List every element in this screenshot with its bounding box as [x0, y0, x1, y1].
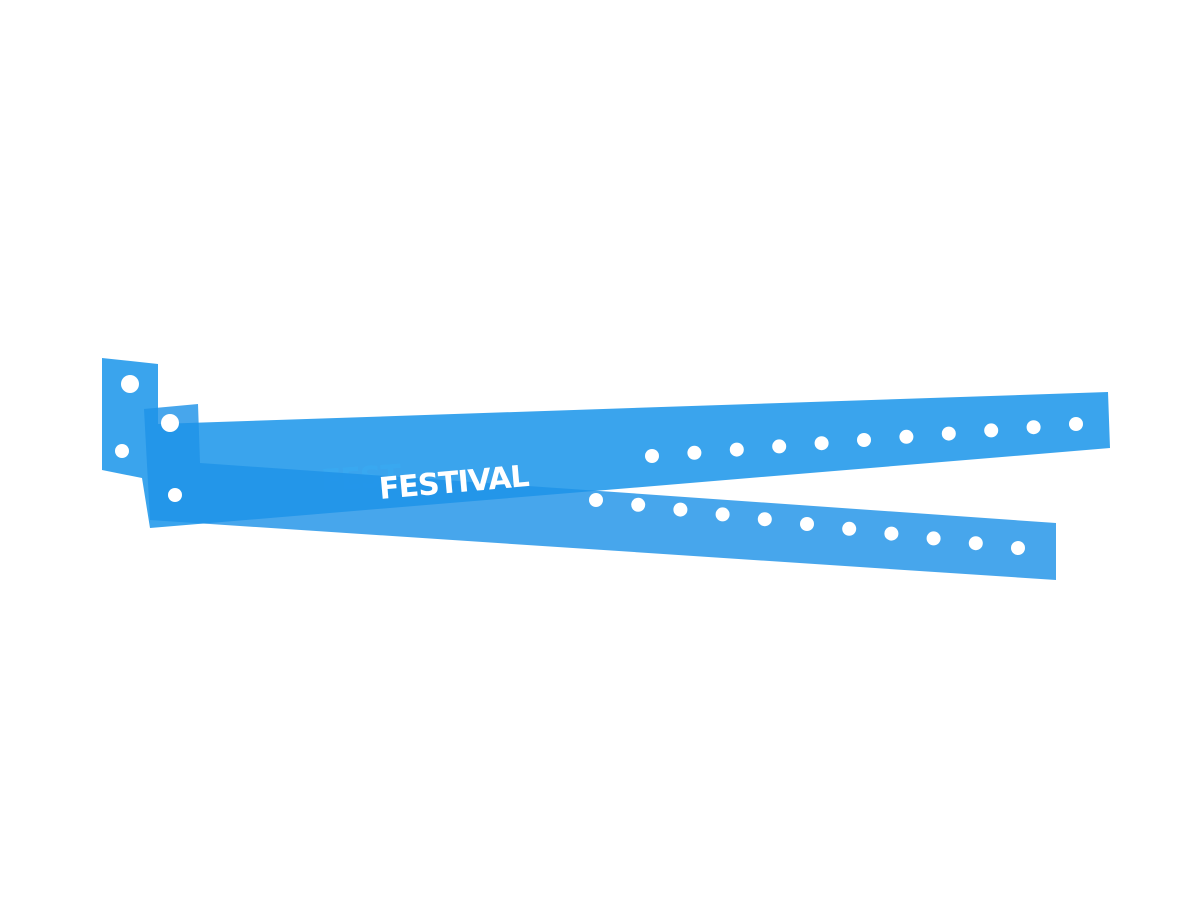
tab-hole [121, 375, 139, 393]
strap-hole [984, 423, 999, 438]
tab-hole [115, 444, 129, 458]
strap-hole [968, 536, 983, 551]
tab-hole [161, 414, 179, 432]
strap-hole [1026, 420, 1041, 435]
strap-hole [1011, 541, 1025, 555]
strap-hole [757, 512, 772, 527]
strap-hole [729, 442, 744, 457]
strap-hole [589, 493, 603, 507]
wristband-back-holes [645, 417, 1083, 463]
strap-hole [800, 517, 814, 531]
strap-hole [715, 507, 730, 522]
strap-hole [687, 445, 702, 460]
tab-hole [168, 488, 182, 502]
strap-hole [926, 531, 941, 546]
strap-hole [673, 502, 688, 517]
wristband-front-holes [589, 493, 1025, 555]
strap-hole [772, 439, 787, 454]
strap-hole [631, 497, 646, 512]
strap-hole [1069, 417, 1083, 431]
strap-hole [814, 436, 829, 451]
strap-hole [899, 429, 914, 444]
strap-hole [884, 526, 899, 541]
wristband-front-body [144, 404, 1056, 580]
strap-hole [842, 521, 857, 536]
strap-hole [645, 449, 659, 463]
wristband-front: FESTIVAL [144, 404, 1056, 580]
strap-hole [857, 433, 871, 447]
strap-hole [941, 426, 956, 441]
